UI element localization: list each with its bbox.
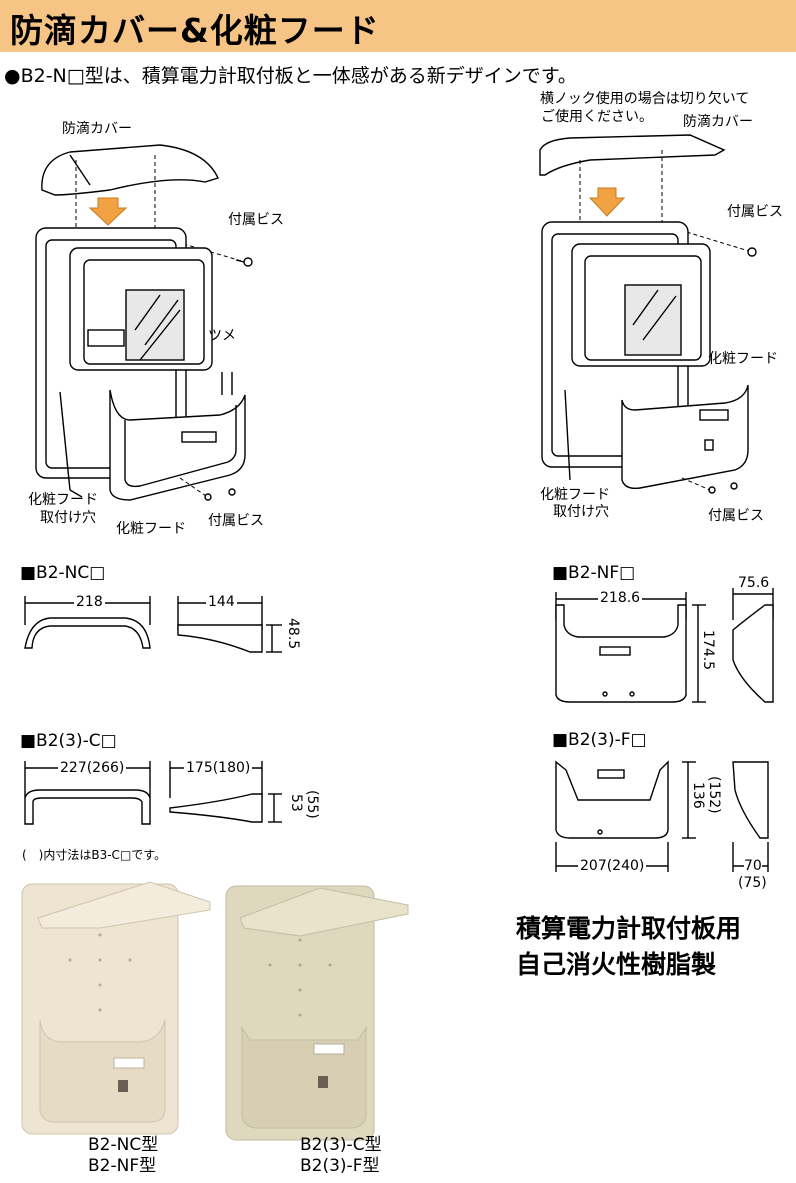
left-label-cover: 防滴カバー [62, 121, 132, 137]
photo-right-caption-1: B2(3)-C型 [300, 1135, 382, 1155]
spec-b23f-drawing [555, 760, 769, 872]
left-exploded-diagram [35, 144, 253, 501]
feature-line2: 自己消火性樹脂製 [516, 950, 717, 979]
right-note-line1: 横ノック使用の場合は切り欠いて [540, 91, 750, 107]
spec-b23c-depth: 175(180) [184, 760, 253, 776]
spec-b23f-depth-1: 70 [744, 858, 762, 874]
right-label-cover: 防滴カバー [683, 114, 753, 130]
left-label-screw-bottom: 付属ビス [208, 513, 264, 529]
right-label-screw-top: 付属ビス [727, 204, 783, 220]
spec-b23c-model: ■B2(3)-C□ [20, 731, 117, 751]
right-exploded-diagram [539, 134, 757, 494]
feature-line1: 積算電力計取付板用 [516, 914, 742, 943]
spec-b23c-width: 227(266) [58, 760, 127, 776]
right-label-hood-hole-2: 取付け穴 [553, 504, 609, 520]
spec-b23c-note: ( )内寸法はB3-C□です。 [22, 848, 167, 862]
spec-b2nf-depth: 75.6 [738, 575, 770, 591]
left-label-tab: ツメ [208, 328, 236, 344]
photo-left-caption-1: B2-NC型 [88, 1135, 159, 1155]
spec-b2nf-width: 218.6 [598, 590, 643, 606]
spec-b23f-model: ■B2(3)-F□ [552, 730, 647, 750]
spec-b2nc-depth: 144 [206, 594, 237, 610]
photo-right-caption-2: B2(3)-F型 [300, 1156, 380, 1176]
left-label-hood-hole-1: 化粧フード [28, 492, 98, 508]
spec-b23c-drawing [24, 761, 282, 825]
spec-b23f-width: 207(240) [578, 858, 647, 874]
left-label-hood: 化粧フード [116, 521, 186, 537]
left-label-hood-hole-2: 取付け穴 [40, 510, 96, 526]
left-label-screw-top: 付属ビス [228, 212, 284, 228]
right-note-line2: ご使用ください。 [541, 109, 653, 125]
page-title: 防滴カバー&化粧フード [10, 11, 380, 50]
right-label-hood-hole-1: 化粧フード [540, 487, 610, 503]
spec-b2nc-width: 218 [74, 594, 105, 610]
right-label-screw-bottom: 付属ビス [708, 508, 764, 524]
spec-b2nf-model: ■B2-NF□ [552, 563, 636, 583]
spec-b2nf-drawing [555, 588, 774, 703]
spec-b23f-depth-2: (75) [738, 875, 767, 891]
photo-left-caption-2: B2-NF型 [88, 1156, 157, 1176]
spec-b2nc-model: ■B2-NC□ [20, 563, 106, 583]
right-label-hood: 化粧フード [708, 351, 778, 367]
intro-text: ●B2-N□型は、積算電力計取付板と一体感がある新デザインです。 [4, 65, 577, 87]
title-bar [0, 0, 796, 52]
